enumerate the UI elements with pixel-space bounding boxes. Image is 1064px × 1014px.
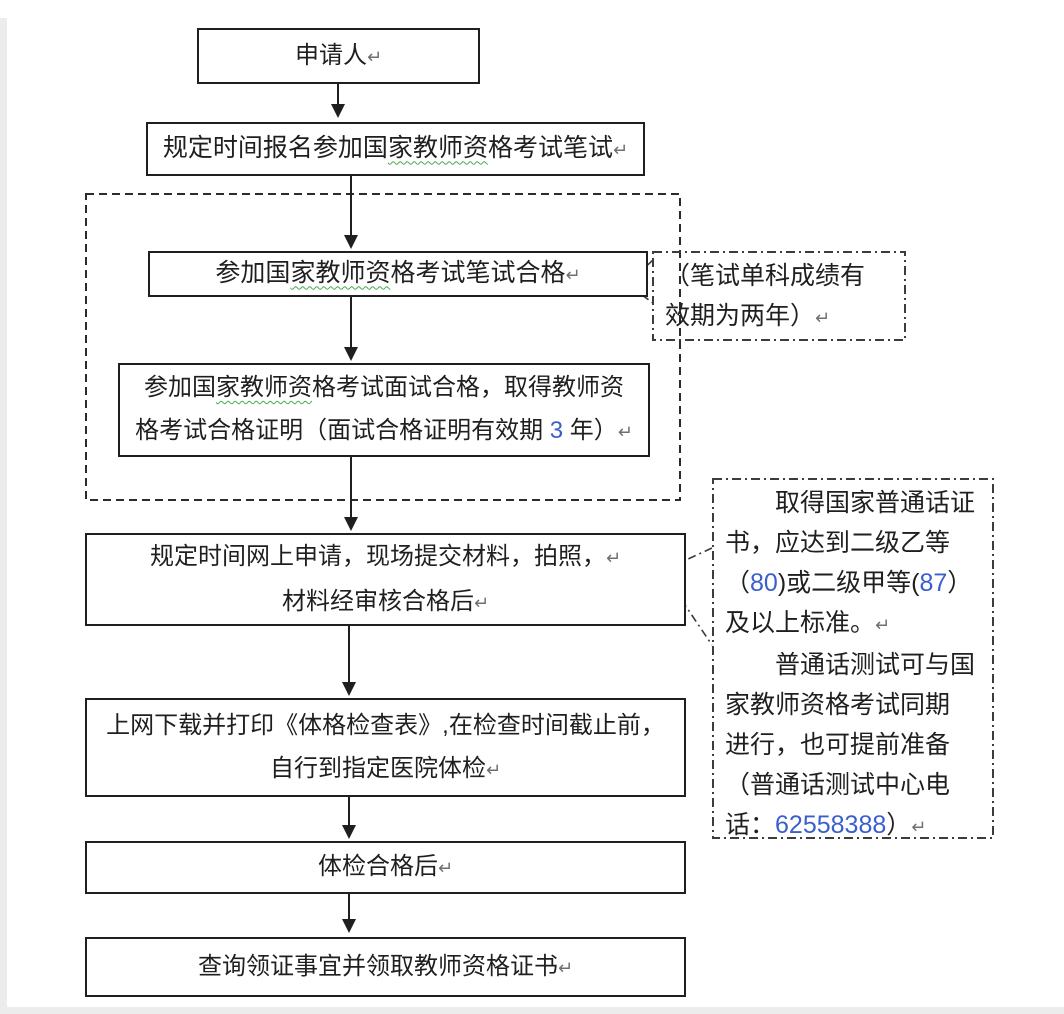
page-edge-bottom — [0, 1007, 1064, 1014]
page-edge-left — [0, 18, 7, 1014]
text-segment: 体检合格后 — [317, 853, 438, 880]
text-line: 自行到指定医院体检↵ — [270, 747, 501, 792]
text-segment: 书，应达到二级乙等 — [725, 529, 951, 557]
text-segment: 材料经审核合格后 — [281, 587, 474, 615]
paragraph-mark: ↵ — [557, 957, 574, 978]
arrow-apply-to-physical — [342, 626, 356, 696]
text-line: 材料经审核合格后↵ — [282, 580, 489, 625]
text-line: 普通话测试可与国 — [725, 645, 981, 685]
text-segment: （ — [725, 569, 751, 597]
flow-box-applicant: 申请人↵ — [197, 28, 480, 84]
text-segment: 参加国 — [144, 374, 216, 401]
text-segment: ） — [886, 811, 912, 839]
text-line: 参加国家教师资格考试面试合格，取得教师资 — [144, 366, 624, 409]
paragraph-mark: ↵ — [617, 422, 633, 442]
text-line: 规定时间报名参加国家教师资格考试笔试↵ — [163, 127, 628, 172]
paragraph-mark: ↵ — [911, 817, 927, 837]
text-segment: 格考试笔试 — [487, 133, 613, 162]
text-segment: 参加国 — [215, 258, 291, 287]
text-segment: ） — [947, 569, 973, 597]
flow-box-register-written-exam: 规定时间报名参加国家教师资格考试笔试↵ — [146, 122, 645, 176]
text-segment: 进行，也可提前准备 — [725, 731, 951, 759]
text-segment: 格考试面试合格，取得教师资 — [312, 374, 624, 401]
paragraph-mark: ↵ — [565, 264, 581, 285]
flow-box-physical-pass: 体检合格后↵ — [85, 841, 686, 894]
paragraph-mark: ↵ — [473, 592, 490, 613]
text-segment: 普通话测试可与国 — [725, 651, 976, 679]
text-segment: 申请人 — [294, 41, 367, 69]
text-segment: 家教师资 — [290, 258, 391, 287]
text-line: 上网下载并打印《体格检查表》,在检查时间截止前， — [106, 704, 665, 747]
arrow-register-to-written-pass — [344, 176, 358, 249]
arrow-applicant-to-register — [331, 84, 345, 118]
arrow-physical-to-pass — [342, 797, 356, 839]
text-segment: 自行到指定医院体检 — [269, 754, 486, 782]
text-line: 参加国家教师资格考试笔试合格↵ — [215, 252, 580, 297]
text-line: 申请人↵ — [295, 34, 382, 79]
text-segment: 上网下载并打印《体格检查表》,在检查时间截止前， — [106, 711, 665, 739]
text-line: 格考试合格证明（面试合格证明有效期 3 年）↵ — [135, 409, 633, 454]
callout-mandarin-requirement: 取得国家普通话证书，应达到二级乙等（80)或二级甲等(87）及以上标准。↵ 普通… — [713, 479, 993, 839]
text-line: 规定时间网上申请，现场提交材料，拍照，↵ — [150, 535, 621, 580]
paragraph-mark: ↵ — [605, 547, 622, 568]
text-line: 取得国家普通话证 — [725, 483, 981, 523]
text-segment: （普通话测试中心电 — [725, 771, 951, 799]
text-line: （普通话测试中心电 — [725, 765, 981, 805]
paragraph-mark: ↵ — [366, 46, 383, 67]
text-segment: 格考试合格证明（面试合格证明有效期 — [135, 417, 550, 444]
text-line: 进行，也可提前准备 — [725, 725, 981, 765]
text-segment: 效期为两年） — [665, 302, 816, 330]
flow-box-physical-exam: 上网下载并打印《体格检查表》,在检查时间截止前， 自行到指定医院体检↵ — [85, 698, 686, 797]
text-segment: 家教师资格考试同期 — [725, 691, 951, 719]
text-line: 体检合格后↵ — [318, 845, 453, 890]
text-line: （80)或二级甲等(87） — [725, 563, 981, 603]
text-segment: )或二级甲等( — [777, 569, 920, 597]
text-line: 及以上标准。↵ — [725, 603, 981, 645]
text-segment: 话： — [725, 811, 776, 839]
text-segment: 家教师资 — [387, 133, 488, 162]
arrow-written-to-interview — [344, 297, 358, 361]
text-line: 效期为两年）↵ — [665, 296, 893, 338]
paragraph-mark: ↵ — [612, 139, 629, 160]
paragraph-mark: ↵ — [485, 759, 502, 780]
text-segment: 格考试笔试合格 — [390, 258, 566, 287]
text-line: （笔试单科成绩有 — [665, 256, 893, 296]
flow-box-online-application: 规定时间网上申请，现场提交材料，拍照，↵材料经审核合格后↵ — [85, 533, 686, 626]
paragraph-mark: ↵ — [437, 858, 454, 878]
paragraph-mark: ↵ — [815, 308, 831, 328]
text-line: 家教师资格考试同期 — [725, 685, 981, 725]
text-segment: 取得国家普通话证 — [725, 489, 976, 517]
text-segment: 规定时间网上申请，现场提交材料，拍照， — [149, 542, 606, 570]
text-segment: 87 — [919, 569, 948, 597]
text-segment: （笔试单科成绩有 — [665, 262, 866, 290]
text-segment: 查询领证事宜并领取教师资格证书 — [197, 952, 558, 980]
callout-written-validity: （笔试单科成绩有效期为两年）↵ — [653, 252, 905, 340]
text-line: 查询领证事宜并领取教师资格证书↵ — [198, 945, 573, 990]
text-segment: 规定时间报名参加国 — [162, 133, 388, 162]
text-segment: 3 — [549, 417, 564, 444]
text-segment: 年） — [563, 417, 618, 444]
text-segment: 及以上标准。 — [725, 609, 876, 637]
flow-box-written-exam-pass: 参加国家教师资格考试笔试合格↵ — [148, 251, 648, 297]
paragraph-mark: ↵ — [875, 615, 891, 635]
flow-box-receive-certificate: 查询领证事宜并领取教师资格证书↵ — [85, 937, 686, 997]
text-segment: 62558388 — [775, 811, 887, 839]
text-segment: 80 — [750, 569, 778, 597]
arrow-interview-to-apply — [344, 457, 358, 531]
text-line: 书，应达到二级乙等 — [725, 523, 981, 563]
text-line: 话：62558388）↵ — [725, 805, 981, 847]
arrow-pass-to-certificate — [342, 894, 356, 933]
text-segment: 家教师资 — [216, 374, 312, 401]
flow-box-interview-pass: 参加国家教师资格考试面试合格，取得教师资格考试合格证明（面试合格证明有效期 3 … — [118, 363, 650, 457]
